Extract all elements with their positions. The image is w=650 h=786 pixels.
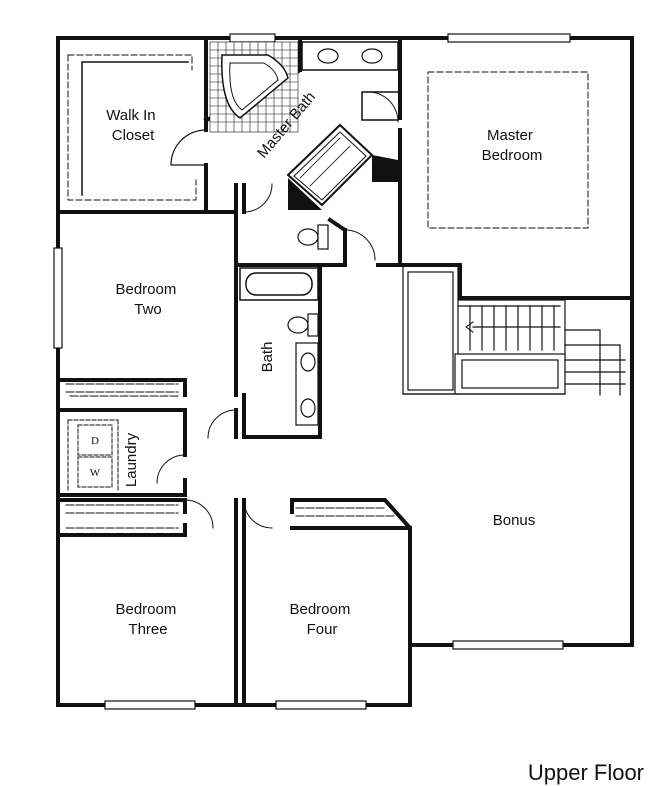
sink-icon — [361, 48, 383, 64]
floor-title: Upper Floor — [528, 760, 644, 785]
door-swing — [207, 409, 237, 439]
door-swing — [243, 183, 273, 213]
closet-shelves — [67, 54, 197, 201]
tray-ceiling — [427, 71, 589, 229]
hall-bath-walls — [234, 263, 322, 439]
sink-icon — [317, 48, 339, 64]
windows — [53, 33, 571, 710]
stairs — [402, 265, 626, 396]
bath-label: Bath — [259, 342, 276, 373]
door-swing — [243, 499, 273, 529]
door-swing — [344, 229, 376, 261]
dryer — [77, 424, 113, 456]
toilet-icon — [297, 224, 329, 250]
bedroom-four-walls — [242, 498, 412, 707]
sink-icon — [300, 352, 316, 372]
walk-in-closet-label: Walk In Closet — [106, 107, 160, 144]
closet-door-swing — [170, 129, 207, 166]
master-bedroom-label: Master Bedroom — [482, 127, 543, 164]
bedroom-three-label: Bedroom Three — [115, 601, 180, 638]
sink-icon — [300, 398, 316, 418]
bedroom-two-walls — [58, 378, 187, 439]
closet-track — [295, 507, 405, 529]
toilet-icon — [287, 313, 319, 337]
master-bedroom-walls — [376, 183, 628, 300]
laundry-label: Laundry — [123, 432, 140, 487]
walk-in-closet-walls — [58, 36, 208, 214]
dryer-label: D — [91, 435, 99, 447]
closet-track — [65, 504, 179, 529]
vanity — [295, 342, 319, 426]
washer — [77, 456, 113, 488]
bonus-label: Bonus — [493, 512, 536, 529]
bedroom-three-walls — [58, 498, 238, 707]
shower — [286, 123, 398, 210]
bedroom-four-label: Bedroom Four — [289, 601, 354, 638]
double-vanity — [301, 41, 399, 71]
laundry-walls — [58, 408, 187, 497]
washer-label: W — [90, 467, 101, 479]
door-swing — [156, 454, 186, 484]
bedroom-two-label: Bedroom Two — [115, 281, 180, 318]
bathtub — [239, 267, 319, 301]
closet-track — [65, 383, 179, 397]
door-swing — [184, 499, 214, 529]
